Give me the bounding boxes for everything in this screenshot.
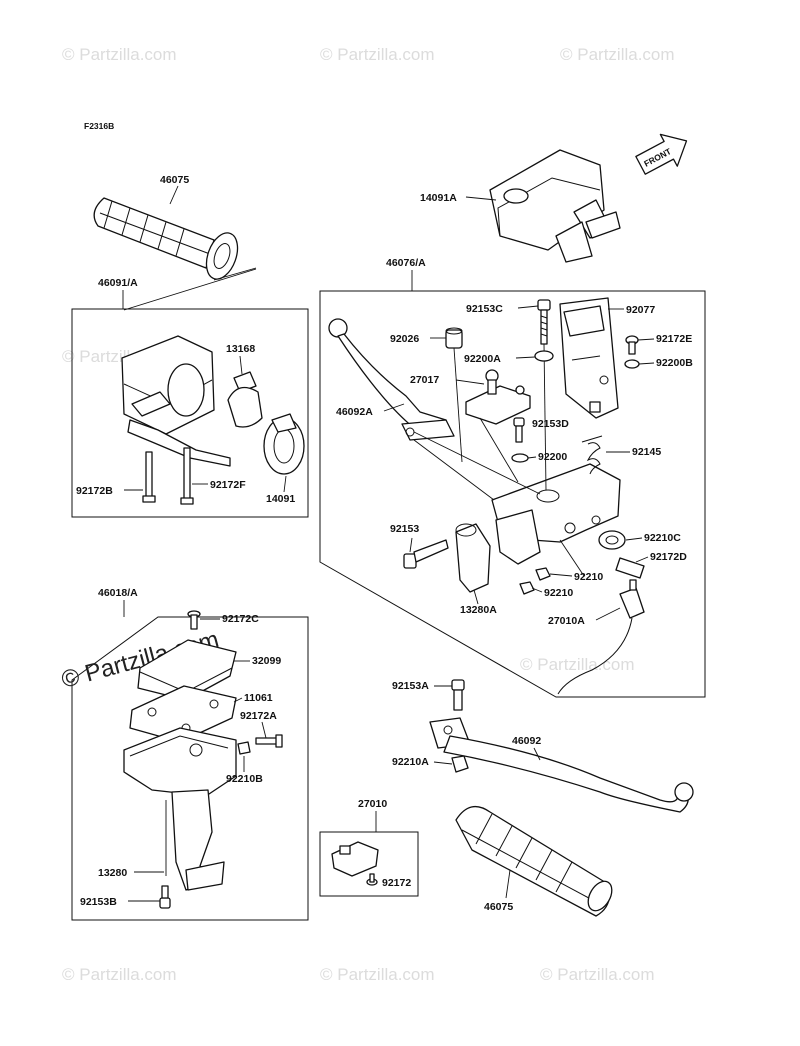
label-92210c: 92210C xyxy=(644,532,681,544)
label-92153d: 92153D xyxy=(532,418,569,430)
clutch-holder-icon xyxy=(123,727,237,891)
watermark-layer: © Partzilla.com © Partzilla.com © Partzi… xyxy=(62,45,675,984)
label-92026: 92026 xyxy=(390,333,419,345)
switch-27017-icon xyxy=(465,369,531,425)
guard-92077-icon xyxy=(559,297,619,419)
label-92210a: 92210A xyxy=(392,756,429,768)
switch-housing-14091a-icon xyxy=(489,149,621,263)
label-46092a: 46092A xyxy=(336,406,373,418)
label-92210-2: 92210 xyxy=(544,587,573,599)
bolt-92153b-icon xyxy=(159,885,171,909)
label-46092: 46092 xyxy=(512,735,541,747)
label-92153a: 92153A xyxy=(392,680,429,692)
nut-92210-icon xyxy=(519,567,551,595)
screw-92172a-icon xyxy=(255,734,283,748)
switch-27010-icon xyxy=(331,841,379,877)
screw-92172b-icon xyxy=(142,451,156,503)
bolt-92153c-icon xyxy=(537,299,551,345)
watermark-text: © Partzilla.com xyxy=(320,45,435,64)
label-46091a: 46091/A xyxy=(98,277,138,289)
label-14091: 14091 xyxy=(266,493,295,505)
watermark-text: © Partzilla.com xyxy=(62,45,177,64)
label-14091a: 14091A xyxy=(420,192,457,204)
grip-bottom-icon xyxy=(455,805,613,917)
clamp-13280a-icon xyxy=(455,523,491,593)
watermark-text: © Partzilla.com xyxy=(540,965,655,984)
watermark-text: © Partzilla.com xyxy=(62,965,177,984)
label-92077: 92077 xyxy=(626,304,655,316)
label-13280: 13280 xyxy=(98,867,127,879)
label-92153: 92153 xyxy=(390,523,419,535)
master-cylinder-body-icon xyxy=(491,463,621,565)
gasket-11061-icon xyxy=(129,685,237,743)
washer-92200b-icon xyxy=(624,359,640,369)
label-92172a: 92172A xyxy=(240,710,277,722)
screw-92172-icon xyxy=(366,873,378,886)
box-27010 xyxy=(319,831,419,897)
screw-92172f-icon xyxy=(180,447,194,505)
switch-assembly-icon xyxy=(121,335,231,467)
label-92200a: 92200A xyxy=(464,353,501,365)
bolt-92153a-icon xyxy=(451,679,465,711)
label-92153b: 92153B xyxy=(80,896,117,908)
label-11061: 11061 xyxy=(244,692,273,704)
label-27010a: 27010A xyxy=(548,615,585,627)
grip-top-icon xyxy=(93,197,239,280)
knob-92210c-icon xyxy=(598,530,626,550)
label-92172e: 92172E xyxy=(656,333,692,345)
label-92153c: 92153C xyxy=(466,303,503,315)
label-92172f: 92172F xyxy=(210,479,246,491)
box-46076a xyxy=(319,290,706,698)
clutch-lever-46092-icon xyxy=(429,717,694,813)
screw-92172c-icon xyxy=(187,610,201,630)
spring-92145-icon xyxy=(581,435,603,475)
nut-92210b-icon xyxy=(237,741,251,755)
label-46075-top: 46075 xyxy=(160,174,189,186)
watermark-text: © Partzilla.com xyxy=(560,45,675,64)
cap-92026-icon xyxy=(445,327,463,349)
label-46075-bottom: 46075 xyxy=(484,901,513,913)
brake-lever-46092a-icon xyxy=(328,318,455,441)
box-46018a xyxy=(71,616,309,921)
label-13168: 13168 xyxy=(226,343,255,355)
figure-code: F2316B xyxy=(84,121,114,131)
label-92145: 92145 xyxy=(632,446,661,458)
clamp-13168-icon xyxy=(227,371,263,428)
washer-92200a-icon xyxy=(534,350,554,362)
label-46076a: 46076/A xyxy=(386,257,426,269)
label-27017: 27017 xyxy=(410,374,439,386)
screw-92172d-icon xyxy=(615,557,645,579)
box-46091a xyxy=(71,308,309,518)
washer-92200-icon xyxy=(511,453,529,463)
screw-92172e-icon xyxy=(625,335,639,355)
watermark-text: © Partzilla.com xyxy=(520,655,635,674)
label-92172: 92172 xyxy=(382,877,411,889)
watermark-text: © Partzilla.com xyxy=(320,965,435,984)
label-27010: 27010 xyxy=(358,798,387,810)
label-92172d: 92172D xyxy=(650,551,687,563)
label-13280a: 13280A xyxy=(460,604,497,616)
nut-92210a-icon xyxy=(451,755,469,773)
ring-14091-icon xyxy=(263,413,305,475)
bolt-92153-icon xyxy=(403,539,449,569)
label-92172b: 92172B xyxy=(76,485,113,497)
label-92200: 92200 xyxy=(538,451,567,463)
label-92210-1: 92210 xyxy=(574,571,603,583)
label-92200b: 92200B xyxy=(656,357,693,369)
label-92172c: 92172C xyxy=(222,613,259,625)
bolt-92153d-icon xyxy=(513,417,525,443)
label-46018a: 46018/A xyxy=(98,587,138,599)
label-92210b: 92210B xyxy=(226,773,263,785)
label-32099: 32099 xyxy=(252,655,281,667)
switch-27010a-icon xyxy=(557,579,645,695)
front-arrow-icon: FRONT xyxy=(635,133,688,175)
